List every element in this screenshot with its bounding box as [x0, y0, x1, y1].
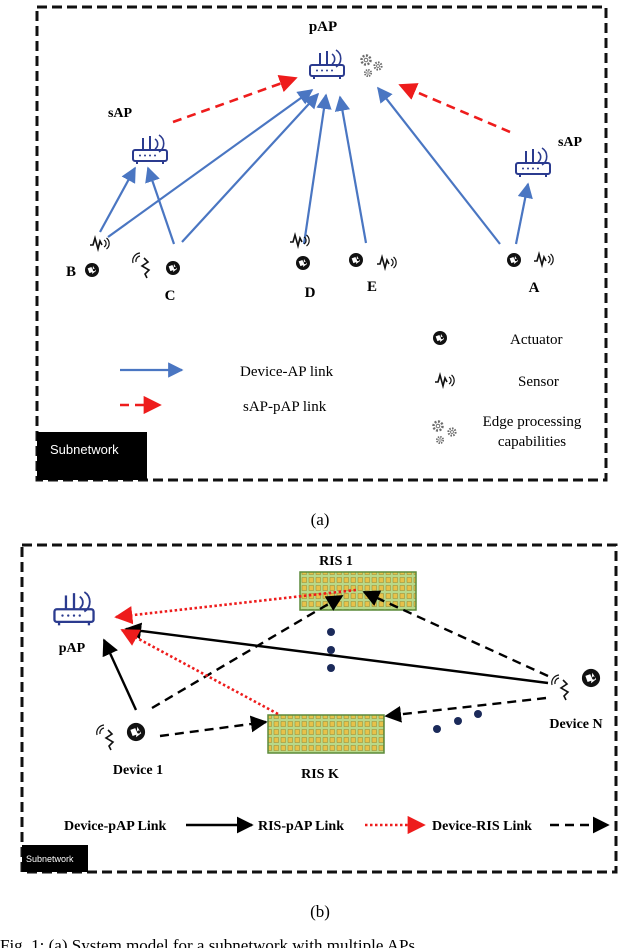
link-devicen-pap — [124, 622, 549, 685]
link-a-sap-right — [514, 182, 533, 245]
device-e: E — [349, 253, 397, 295]
device-c: C — [131, 252, 180, 304]
device-a-sensor-icon — [533, 253, 554, 266]
ris-1-label: RIS 1 — [319, 554, 353, 569]
device-b-label: B — [66, 264, 76, 280]
legend-device-ap-text: Device-AP link — [240, 364, 334, 380]
device-1: Device 1 — [95, 722, 163, 778]
device-n-actuator-icon — [581, 668, 601, 688]
device-ris-links — [151, 590, 549, 738]
sap-right-router-icon — [515, 147, 551, 178]
device-1-label: Device 1 — [113, 763, 163, 778]
device-d-sensor-icon — [289, 234, 310, 247]
device-1-actuator-icon — [126, 722, 146, 742]
ris-1-surface — [299, 571, 417, 611]
device-c-actuator-icon — [166, 261, 180, 275]
device-c-label: C — [165, 288, 176, 304]
link-d-pap — [302, 93, 332, 245]
ellipsis-dots — [327, 628, 482, 733]
legend-edge-text-2: capabilities — [498, 434, 566, 450]
ris-k-label: RIS K — [301, 767, 339, 782]
sap-right-label: sAP — [558, 135, 583, 150]
ris-pap-links — [114, 588, 357, 716]
subnetwork-badge-b-text: Subnetwork — [26, 854, 74, 864]
device-d: D — [289, 234, 316, 301]
sap-left-label: sAP — [108, 106, 133, 121]
link-devicen-risk — [384, 696, 547, 723]
link-b-sap-left — [99, 166, 136, 233]
legend-device-ris-text: Device-RIS Link — [432, 819, 532, 834]
device-e-actuator-icon — [349, 253, 363, 267]
pap-gear-icon — [360, 54, 383, 78]
device-d-actuator-icon — [296, 256, 310, 270]
device-e-label: E — [367, 279, 377, 295]
link-device1-pap — [102, 638, 138, 711]
pap-router-icon — [309, 49, 345, 80]
legend-actuator-icon — [433, 331, 447, 345]
panel-b-border — [20, 543, 618, 874]
device-c-sensor-icon — [131, 252, 150, 279]
link-c-sap-left — [145, 166, 176, 245]
link-sap-left-pap — [172, 74, 298, 124]
link-devicen-ris1 — [362, 590, 549, 678]
sap-left-router-icon — [132, 134, 168, 165]
pap-b-label: pAP — [59, 641, 86, 656]
device-n: Device N — [549, 668, 603, 732]
legend-a: Device-AP link sAP-pAP link Actuator Sen… — [120, 331, 582, 450]
legend-sensor-icon — [434, 374, 455, 387]
caption-b: (b) — [310, 902, 330, 921]
legend-sap-pap-text: sAP-pAP link — [243, 399, 327, 415]
sap-pap-links — [172, 74, 511, 134]
caption-a: (a) — [311, 510, 330, 529]
pap-b-router-icon — [53, 590, 95, 627]
device-pap-links — [102, 622, 549, 711]
link-sap-right-pap — [398, 83, 511, 134]
link-e-pap — [334, 95, 368, 244]
device-a-actuator-icon — [507, 253, 521, 267]
device-d-label: D — [305, 285, 316, 301]
legend-edge-text-1: Edge processing — [483, 414, 582, 430]
footer-caption: Fig. 1: (a) System model for a subnetwor… — [0, 936, 415, 948]
link-a-pap — [377, 86, 501, 245]
legend-gear-icon — [432, 420, 457, 445]
device-b-sensor-icon — [89, 237, 110, 250]
link-risk-pap — [120, 628, 279, 716]
link-c-pap — [181, 92, 320, 243]
legend-device-pap-text: Device-pAP Link — [64, 819, 166, 834]
link-device1-risk — [159, 715, 268, 738]
legend-sensor-text: Sensor — [518, 374, 559, 390]
device-a-label: A — [529, 280, 540, 296]
device-ap-links — [99, 86, 533, 245]
device-b: B — [66, 237, 110, 280]
legend-b: Device-pAP Link RIS-pAP Link Device-RIS … — [64, 815, 610, 835]
subnetwork-badge-a-text: Subnetwork — [50, 442, 119, 457]
link-b-pap — [107, 89, 314, 238]
legend-ris-pap-text: RIS-pAP Link — [258, 819, 344, 834]
device-e-sensor-icon — [376, 256, 397, 269]
subnetwork-badge-a — [37, 432, 147, 480]
device-b-actuator-icon — [85, 263, 99, 277]
pap-label: pAP — [309, 19, 337, 35]
link-device1-ris1 — [151, 594, 344, 710]
device-n-label: Device N — [549, 717, 602, 732]
legend-actuator-text: Actuator — [510, 332, 562, 348]
device-n-sensor-icon — [550, 674, 569, 701]
ris-k-surface — [267, 714, 385, 754]
device-a: A — [507, 253, 554, 296]
link-ris1-pap — [114, 588, 357, 625]
device-1-sensor-icon — [95, 724, 114, 751]
panel-a-border — [35, 5, 608, 482]
subnetwork-badge-b — [22, 845, 88, 872]
